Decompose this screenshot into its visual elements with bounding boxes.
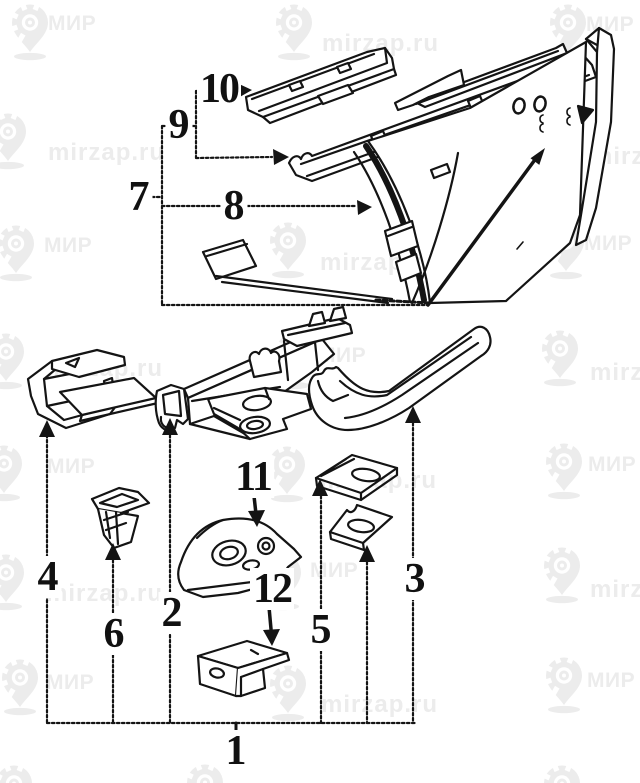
callout-number-10: 10 xyxy=(197,68,241,110)
arrowhead-12 xyxy=(263,629,280,646)
arrowhead-9 xyxy=(273,149,289,165)
callout-number-5: 5 xyxy=(307,609,335,651)
cone-bracket-6-drawing xyxy=(90,486,151,550)
plate-5-drawing xyxy=(314,453,399,502)
watermark-url-text: mirzap.ru xyxy=(590,576,640,603)
watermark-url-text: mirzap.ru xyxy=(46,580,164,607)
callout-number-2: 2 xyxy=(158,592,186,634)
callout-line-7-diagonal xyxy=(426,159,536,307)
watermark-brand-line1: МИР xyxy=(44,234,93,257)
watermark-url-text: mirzap.ru xyxy=(321,691,439,718)
fender-apron-8-drawing xyxy=(352,143,460,305)
arrowhead-6 xyxy=(105,543,121,560)
arrowhead-11 xyxy=(248,510,265,527)
watermark-brand-line1: МИР xyxy=(48,12,97,35)
callout-number-9: 9 xyxy=(165,104,193,146)
bent-plate-drawing xyxy=(328,503,394,552)
callout-line-12-shaft xyxy=(267,605,273,631)
arrowhead-5 xyxy=(312,479,328,496)
cowl-side-panel-drawing xyxy=(366,26,616,305)
watermark-brand-line1: МИР xyxy=(587,669,636,692)
cowl-top-rail-10-drawing xyxy=(244,46,398,125)
watermark-brand-line1: МИР xyxy=(588,453,637,476)
watermark-brand-text: МИРЗАПЧАСТЕЙ xyxy=(44,234,92,257)
frame-side-rail-2-drawing xyxy=(154,305,354,441)
callout-number-6: 6 xyxy=(100,613,128,655)
watermark-brand-text: МИРЗАПЧАСТЕЙ xyxy=(588,453,636,476)
arrowhead-3 xyxy=(405,406,421,423)
watermark-brand-text: МИРЗАПЧАСТЕЙ xyxy=(587,669,635,692)
arrowhead-7 xyxy=(530,148,545,165)
callout-number-12: 12 xyxy=(250,568,294,610)
upper-bar-and-gusset-drawing xyxy=(393,42,569,112)
callout-number-7: 7 xyxy=(125,176,153,218)
callout-number-8: 8 xyxy=(220,185,248,227)
gooseneck-rail-3-drawing xyxy=(307,325,492,432)
callout-lines xyxy=(45,88,536,740)
callout-number-11: 11 xyxy=(232,456,274,498)
rocker-edge-drawing xyxy=(201,238,394,305)
watermark-brand-text: МИРЗАПЧАСТЕЙ xyxy=(47,455,95,478)
bracket-4-drawing xyxy=(26,348,160,430)
watermark-brand-text: МИРЗАПЧАСТЕЙ xyxy=(48,12,96,35)
arrowhead-bent-plate xyxy=(359,545,375,562)
watermark-brand-line1: МИР xyxy=(584,232,633,255)
arrowhead-2 xyxy=(162,418,178,435)
watermark-brand-text: МИРЗАПЧАСТЕЙ xyxy=(584,232,632,255)
callout-arrowheads xyxy=(39,83,545,646)
callout-number-3: 3 xyxy=(401,558,429,600)
callout-number-4: 4 xyxy=(34,556,62,598)
watermark-brand-line1: МИР xyxy=(46,671,95,694)
watermark-url-text: mirzap.ru xyxy=(48,139,166,166)
watermark-brand-text: МИРЗАПЧАСТЕЙ xyxy=(46,671,94,694)
arrowhead-8 xyxy=(357,200,372,215)
callout-number-1: 1 xyxy=(222,730,250,772)
box-bracket-12-drawing xyxy=(196,639,291,698)
watermark-brand-line1: МИР xyxy=(47,455,96,478)
arrowhead-4 xyxy=(39,420,55,437)
watermark-url-text: mirzap.ru xyxy=(590,359,640,386)
